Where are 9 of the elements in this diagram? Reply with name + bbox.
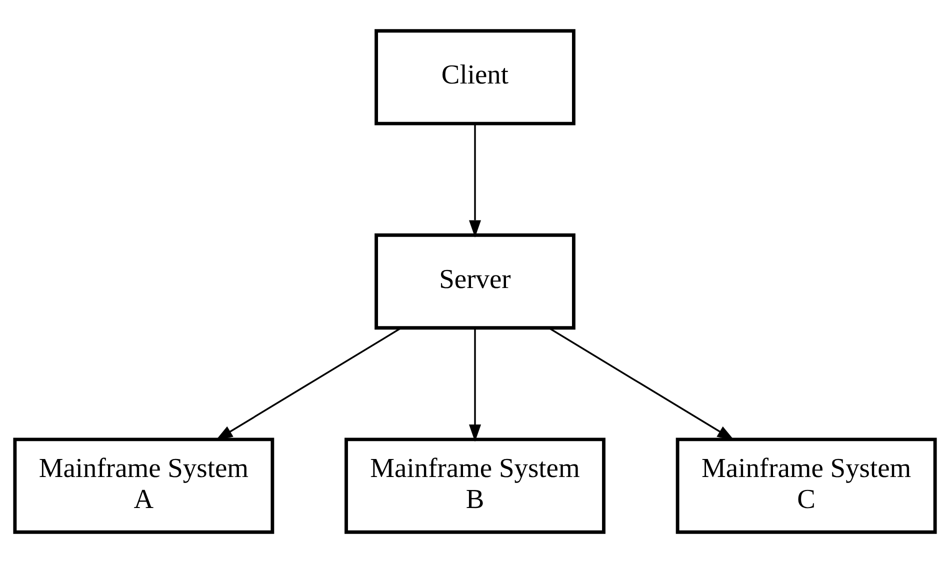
node-box: Server xyxy=(374,232,576,330)
arrow xyxy=(468,124,482,237)
arrow xyxy=(548,327,734,440)
node-box: Mainframe System C xyxy=(676,437,937,534)
node-box: Mainframe System A xyxy=(13,437,274,534)
arrow xyxy=(468,328,482,442)
node-box: Client xyxy=(374,28,576,125)
node-box: Mainframe System B xyxy=(344,437,606,534)
arrow xyxy=(216,327,402,440)
